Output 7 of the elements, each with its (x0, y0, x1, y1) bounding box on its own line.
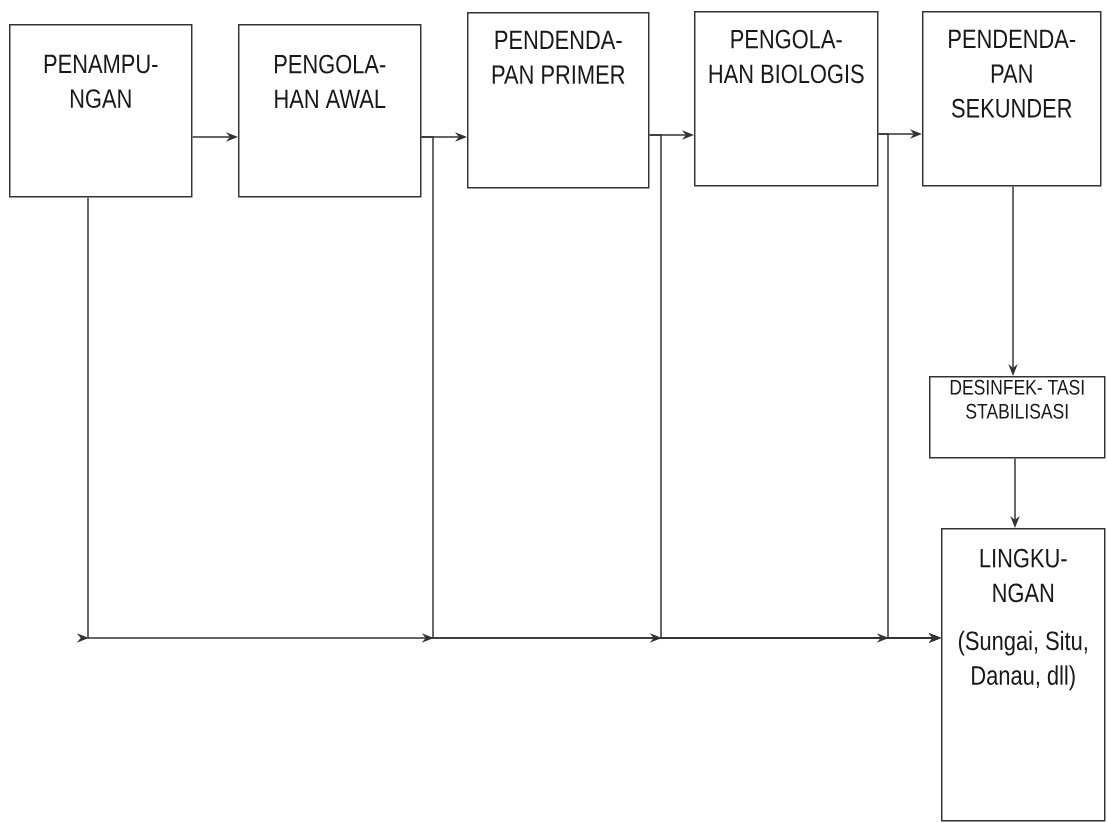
process-box: PENGOLA- HAN AWAL (238, 24, 422, 198)
process-box: DESINFEK- TASI STABILISASI (929, 376, 1106, 459)
process-box: PENDENDA- PAN SEKUNDER (922, 11, 1102, 187)
process-box: LINGKU- NGAN (Sungai, Situ, Danau, dll) (941, 528, 1106, 822)
process-box: PENGOLA- HAN BIOLOGIS (694, 11, 879, 187)
process-box: PENAMPU- NGAN (9, 24, 193, 198)
process-box: PENDENDA- PAN PRIMER (467, 12, 650, 189)
